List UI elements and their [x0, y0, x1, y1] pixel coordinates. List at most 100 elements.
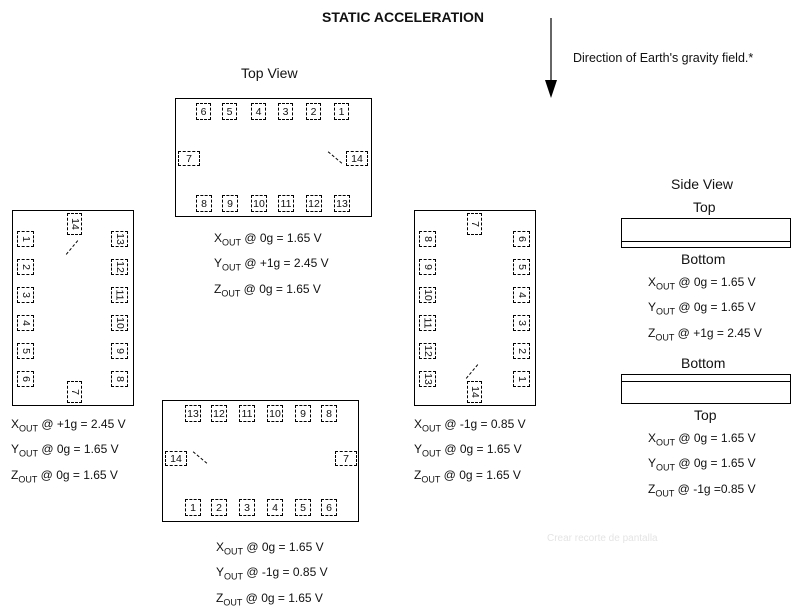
pin-11: 11	[111, 287, 128, 303]
pin-8: 8	[419, 231, 436, 247]
axis-label: Y	[648, 300, 657, 315]
pin-1-marker	[65, 240, 79, 255]
pin-1: 1	[17, 231, 34, 247]
axis-subscript: OUT	[656, 437, 676, 448]
axis-value: @ 0g = 1.65 V	[38, 442, 119, 457]
pin-14: 14	[467, 381, 482, 403]
screenshot-watermark: Crear recorte de pantalla	[547, 533, 658, 544]
pin-4: 4	[251, 103, 266, 120]
pin-4: 4	[17, 315, 34, 331]
pin-7: 7	[335, 451, 357, 466]
axis-value: @ 0g = 1.65 V	[240, 281, 321, 296]
axis-subscript: OUT	[19, 448, 39, 459]
pin-3: 3	[239, 499, 255, 516]
pin-1: 1	[513, 371, 530, 387]
axis-value: @ 0g = 1.65 V	[37, 467, 118, 482]
left-readout-line-y: YOUT @ 0g = 1.65 V	[11, 439, 126, 464]
axis-subscript: OUT	[656, 281, 676, 292]
axis-label: Z	[214, 281, 222, 296]
pin-11: 11	[239, 405, 255, 422]
bottom-readout-line-z: ZOUT @ 0g = 1.65 V	[216, 588, 328, 613]
pin-13: 13	[419, 371, 436, 387]
bottom-readout-line-x: XOUT @ 0g = 1.65 V	[216, 537, 328, 562]
axis-subscript: OUT	[222, 237, 242, 248]
axis-subscript: OUT	[422, 423, 442, 434]
pin-12: 12	[306, 195, 322, 212]
axis-label: X	[648, 275, 657, 289]
pin-1-marker	[192, 451, 208, 464]
top-readout-line-y: YOUT @ +1g = 2.45 V	[214, 253, 329, 278]
axis-label: Z	[648, 481, 656, 496]
top-readout-line-x: XOUT @ 0g = 1.65 V	[214, 228, 329, 253]
pin-1: 1	[334, 103, 349, 120]
side-2-readout-line-z: ZOUT @ -1g =0.85 V	[648, 479, 756, 504]
pin-10: 10	[419, 287, 436, 303]
axis-label: Y	[414, 442, 423, 457]
side-1-readout-line-y: YOUT @ 0g = 1.65 V	[648, 297, 762, 322]
axis-subscript: OUT	[221, 288, 241, 299]
pin-6: 6	[513, 231, 530, 247]
pin-5: 5	[513, 259, 530, 275]
pin-9: 9	[419, 259, 436, 275]
pin-3: 3	[17, 287, 34, 303]
axis-label: Y	[648, 456, 657, 471]
axis-value: @ -1g =0.85 V	[674, 481, 756, 496]
axis-label: X	[414, 417, 423, 431]
pin-14: 14	[165, 451, 187, 466]
axis-subscript: OUT	[222, 262, 242, 273]
pin-11: 11	[419, 315, 436, 331]
axis-value: @ 0g = 1.65 V	[675, 300, 756, 315]
side-view-1-top-label: Top	[693, 199, 716, 215]
side-1-readout-line-z: ZOUT @ +1g = 2.45 V	[648, 323, 762, 348]
pin-6: 6	[321, 499, 337, 516]
right-readout-line-z: ZOUT @ 0g = 1.65 V	[414, 465, 526, 490]
side-2-readout-line-x: XOUT @ 0g = 1.65 V	[648, 428, 756, 453]
left-readout-line-z: ZOUT @ 0g = 1.65 V	[11, 465, 126, 490]
axis-subscript: OUT	[655, 488, 675, 499]
axis-subscript: OUT	[656, 462, 676, 473]
axis-subscript: OUT	[224, 546, 244, 557]
pin-2: 2	[513, 343, 530, 359]
axis-value: @ 0g = 1.65 V	[440, 467, 521, 482]
axis-subscript: OUT	[223, 597, 243, 608]
pin-9: 9	[111, 343, 128, 359]
left-readout-line-x: XOUT @ +1g = 2.45 V	[11, 414, 126, 439]
axis-label: Z	[11, 467, 19, 482]
pin-8: 8	[196, 195, 212, 212]
pin-1-marker	[465, 364, 479, 379]
gravity-arrow-icon	[545, 18, 557, 98]
axis-value: @ +1g = 2.45 V	[241, 256, 329, 271]
axis-label: Y	[216, 565, 225, 580]
pin-1-marker	[327, 151, 343, 164]
pin-5: 5	[222, 103, 237, 120]
axis-value: @ 0g = 1.65 V	[441, 442, 522, 457]
pin-10: 10	[111, 315, 128, 331]
side-view-2-top-label: Bottom	[681, 355, 726, 371]
axis-label: X	[216, 540, 225, 554]
side-view-1-bottom-label: Bottom	[681, 251, 726, 267]
side-view-caption: Side View	[671, 176, 734, 192]
side-2-readout-line-y: YOUT @ 0g = 1.65 V	[648, 453, 756, 478]
axis-value: @ 0g = 1.65 V	[242, 590, 323, 605]
axis-label: Y	[11, 442, 20, 457]
pin-7: 7	[67, 381, 82, 403]
pin-2: 2	[306, 103, 321, 120]
axis-label: Z	[414, 467, 422, 482]
pin-14: 14	[346, 151, 368, 166]
axis-subscript: OUT	[422, 448, 442, 459]
axis-subscript: OUT	[18, 474, 38, 485]
pin-10: 10	[267, 405, 283, 422]
pin-5: 5	[17, 343, 34, 359]
top-readout-line-z: ZOUT @ 0g = 1.65 V	[214, 279, 329, 304]
pin-3: 3	[278, 103, 293, 120]
side-view-1-package	[621, 218, 791, 248]
axis-label: X	[11, 417, 20, 431]
axis-subscript: OUT	[421, 474, 441, 485]
